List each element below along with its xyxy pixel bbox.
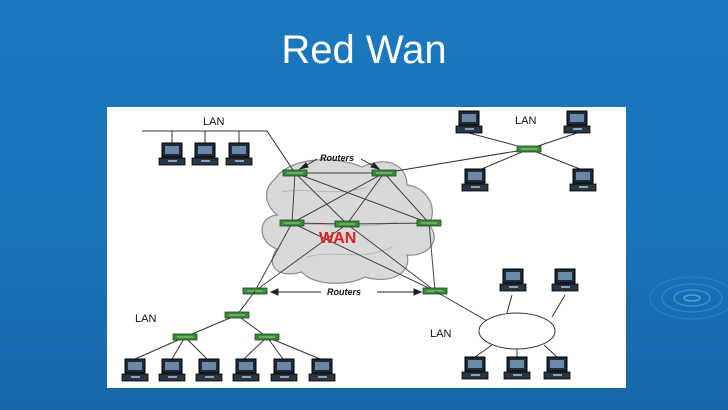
computer-icon xyxy=(225,142,253,166)
lan-top-left xyxy=(142,130,296,174)
computer-icon xyxy=(191,142,219,166)
router-icon xyxy=(416,219,442,227)
router-icon xyxy=(279,219,305,227)
hub-icon xyxy=(516,145,542,153)
hub-icon xyxy=(254,333,280,341)
wan-label: WAN xyxy=(319,230,356,247)
computer-icon xyxy=(158,358,186,382)
computer-icon xyxy=(563,110,591,134)
lan-top-left-label: LAN xyxy=(203,116,224,128)
router-icon xyxy=(334,220,360,228)
computer-icon xyxy=(503,356,531,380)
wan-diagram: LAN LAN Routers WAN xyxy=(107,107,626,388)
computer-icon xyxy=(461,168,489,192)
router-icon xyxy=(371,169,397,177)
computer-icon xyxy=(569,168,597,192)
routers-bottom-label: Routers xyxy=(327,287,361,297)
computer-icon xyxy=(461,356,489,380)
computer-icon xyxy=(121,358,149,382)
computer-icon xyxy=(551,268,579,292)
lan-bottom-left xyxy=(134,290,321,360)
computer-icon xyxy=(158,142,186,166)
computer-icon xyxy=(543,356,571,380)
routers-top-label: Routers xyxy=(320,153,354,163)
computer-icon xyxy=(270,358,298,382)
computer-icon xyxy=(308,358,336,382)
lan-top-right xyxy=(383,132,586,174)
computer-icon xyxy=(232,358,260,382)
router-icon xyxy=(224,311,250,319)
computer-icon xyxy=(195,358,223,382)
lan-bottom-right xyxy=(434,290,566,358)
router-icon xyxy=(282,169,308,177)
lan-top-right-label: LAN xyxy=(515,115,536,127)
lan-bottom-right-label: LAN xyxy=(430,328,451,340)
hub-icon xyxy=(172,333,198,341)
computer-icon xyxy=(455,110,483,134)
ripple-decoration xyxy=(649,276,728,320)
wan-links xyxy=(254,172,436,292)
computer-icon xyxy=(499,268,527,292)
slide-title: Red Wan xyxy=(281,28,447,72)
lan-bottom-left-label: LAN xyxy=(135,313,156,325)
